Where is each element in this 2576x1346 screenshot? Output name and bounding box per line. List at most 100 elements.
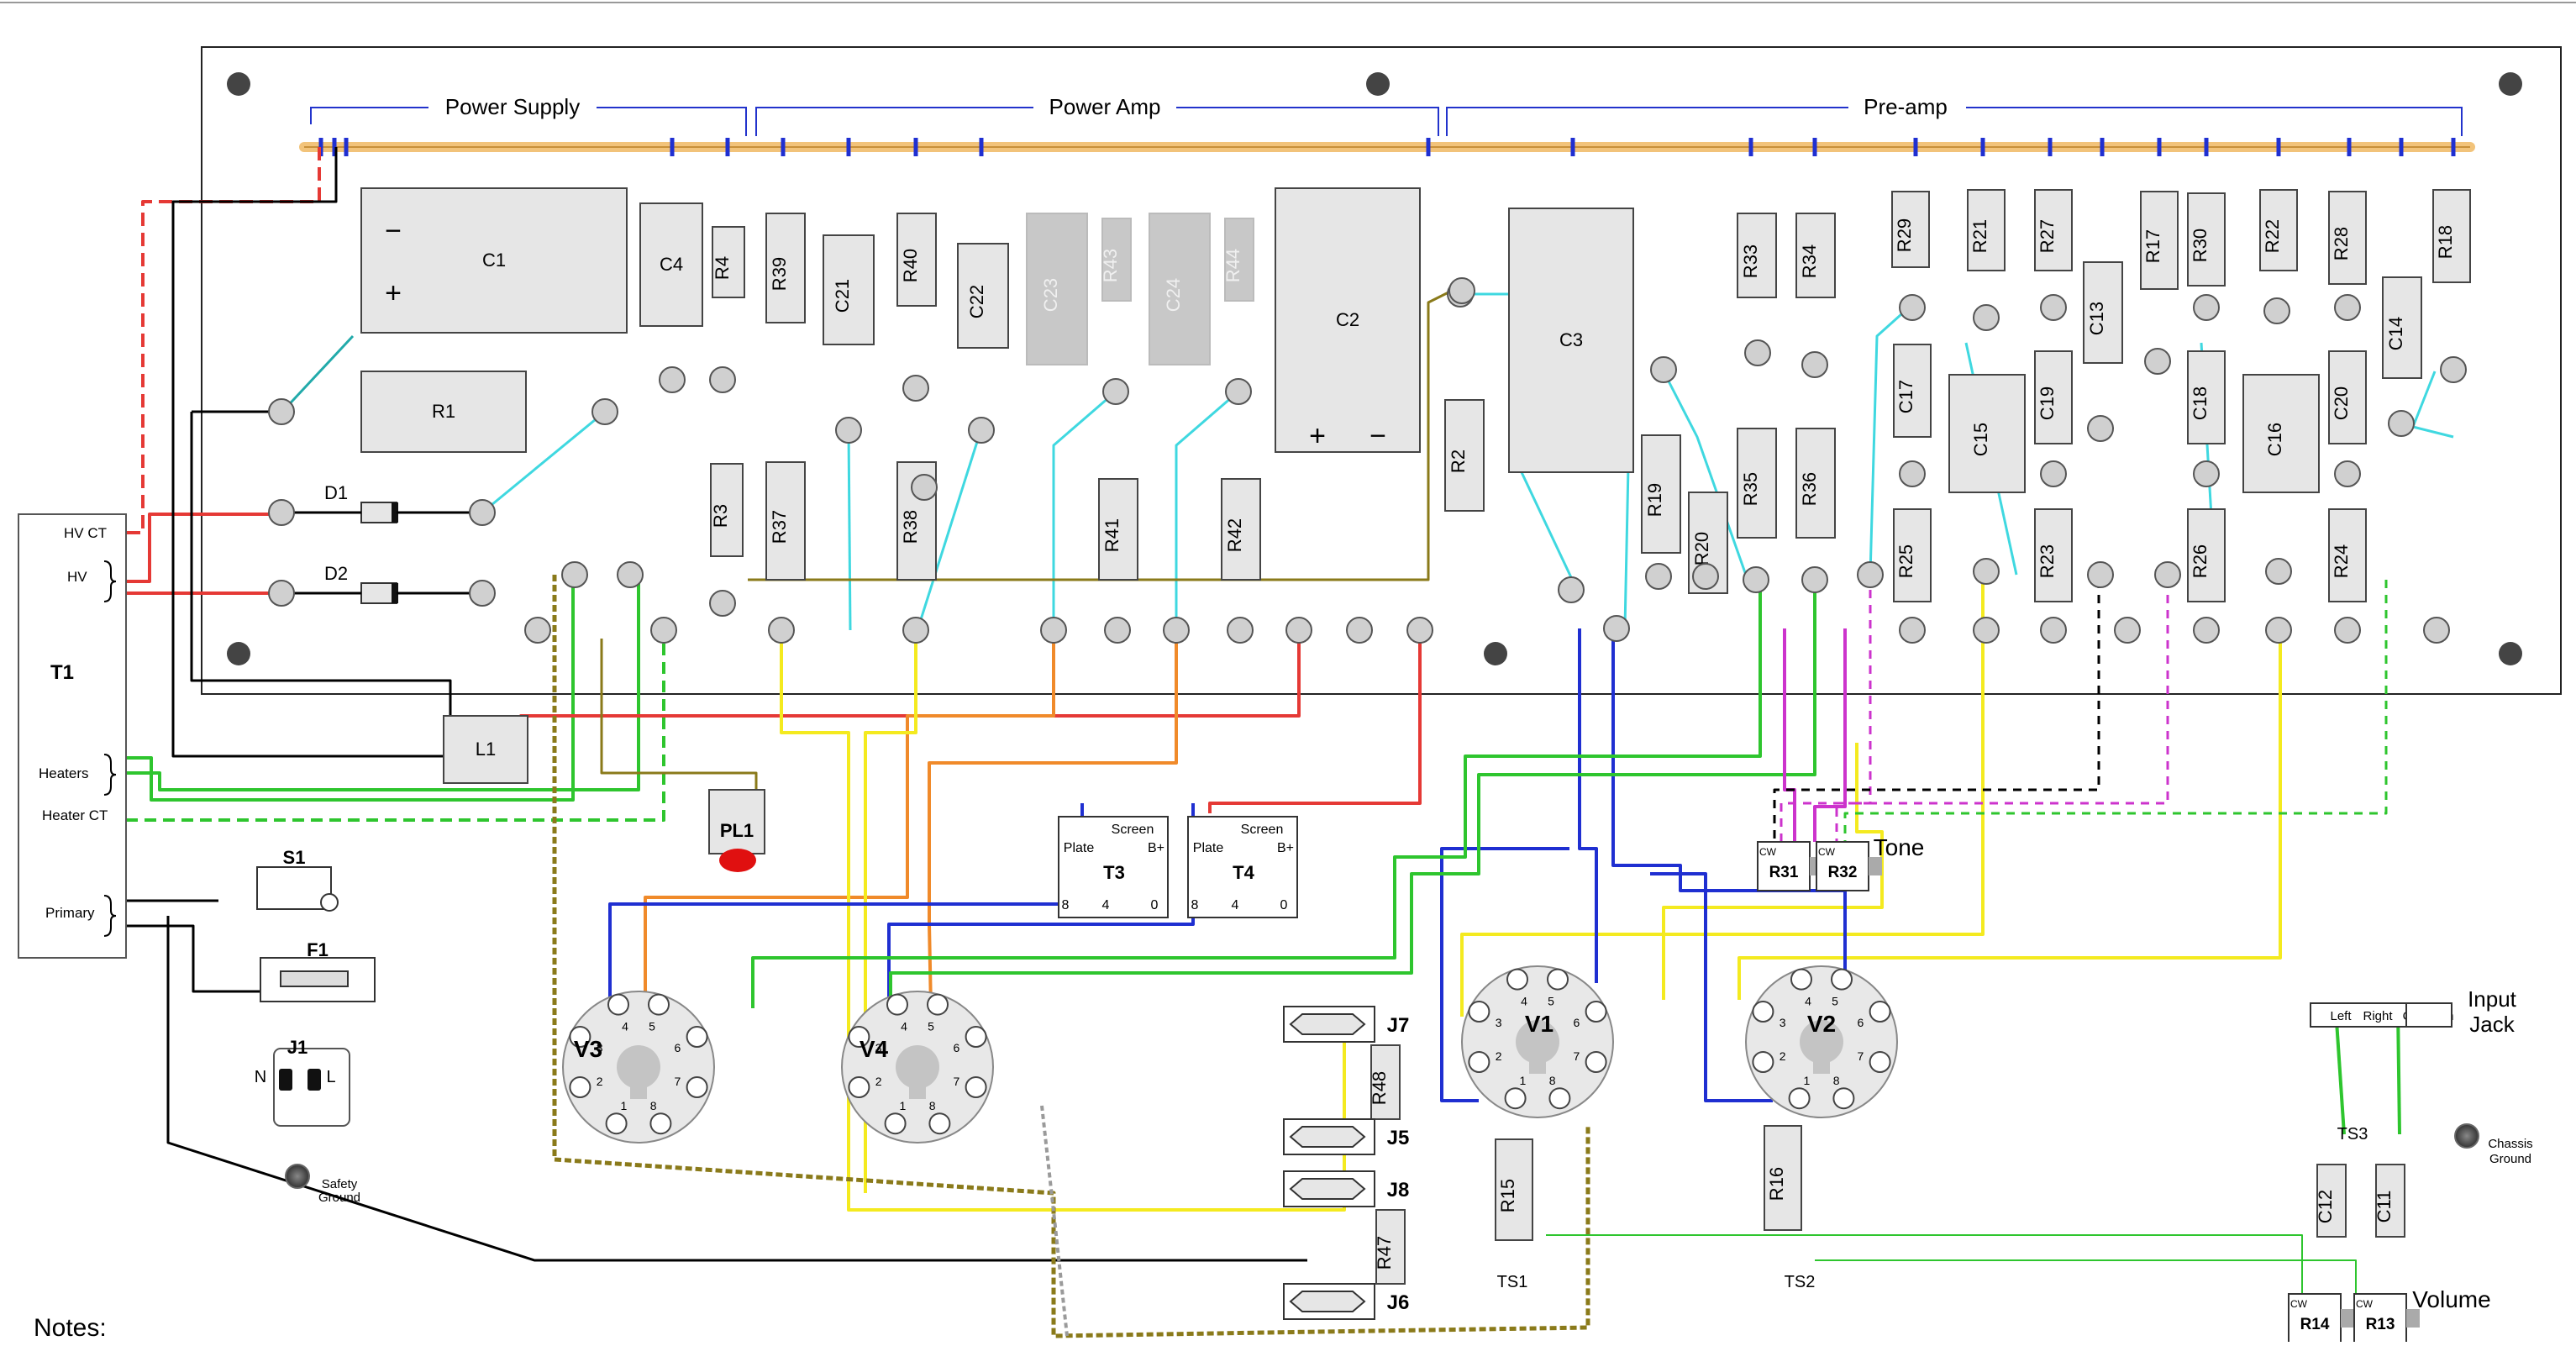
tube-v2-pin-num: 2 [1780,1049,1786,1063]
resistor-r30-label: R30 [2190,229,2211,262]
tube-v2-pin [1752,1051,1774,1073]
switch-s1-label: S1 [283,847,306,868]
speaker-jack-j8-label: J8 [1387,1179,1410,1201]
resistor-r25-label: R25 [1895,544,1916,578]
turret-pad [591,398,618,425]
turret-pad [2334,460,2361,487]
resistor-r39 [765,213,806,323]
t4-plate-label: Plate [1193,841,1224,855]
capacitor-c13 [2083,261,2123,364]
turret-pad [561,561,588,588]
capacitor-c18-label: C18 [2190,386,2211,420]
turret-pad [2114,617,2141,644]
turret-pad [1744,339,1771,366]
capacitor-c14 [2382,276,2422,379]
turret-pad [2265,617,2292,644]
pot-r13-shaft [2406,1309,2420,1328]
shielded-input-1 [2334,1007,2346,1135]
resistor-r44 [1224,218,1254,302]
capacitor-c21-label: C21 [832,279,853,313]
tube-v2-pin [1869,1051,1891,1073]
capacitor-c12 [2316,1164,2347,1238]
pot-r32 [1816,841,1869,891]
resistor-r29 [1891,191,1930,268]
tube-v3-pin-num: 5 [649,1019,655,1033]
turret-pad [1899,294,1926,321]
tube-v2-pin [1752,1001,1774,1023]
resistor-r1-label: R1 [432,401,455,422]
turret-pad [2193,617,2220,644]
turret-pad [1973,304,2000,331]
tube-v1-pin-num: 3 [1496,1016,1502,1029]
blue-wire-6 [608,803,1084,1038]
blue-wire-3 [1440,847,1569,1102]
t1-primary-label: Primary [45,905,95,921]
resistor-r27-label: R27 [2037,219,2058,253]
capacitor-c23-label: C23 [1040,278,1061,312]
resistor-r42-label: R42 [1224,518,1245,552]
resistor-r16 [1764,1125,1802,1231]
turret-pad [968,417,995,444]
resistor-r26 [2187,508,2226,602]
resistor-r34 [1795,213,1836,298]
t3-pin8: 8 [1062,898,1070,912]
black-ground-wire [190,412,452,723]
turret-pad [1448,277,1475,304]
capacitor-c2 [1275,187,1421,453]
tube-v3-pin [686,1076,708,1098]
output-transformer-t4 [1187,816,1298,918]
resistor-r33-label: R33 [1740,244,1761,278]
resistor-r35 [1737,428,1777,539]
pilot-lamp-bulb [719,849,756,872]
capacitor-c16-label: C16 [2264,423,2285,456]
resistor-r30 [2187,192,2226,287]
t3-plate-label: Plate [1064,841,1095,855]
turret-board-outline [201,46,2562,695]
turret-pad [2144,348,2171,375]
tube-v2-pin-num: 8 [1833,1074,1840,1087]
turret-pad [2423,617,2450,644]
section-label-power-amp: Power Amp [1049,94,1161,119]
tube-v4-pin [928,1112,951,1135]
tube-v3-pin [569,1076,591,1098]
yellow-wire-4 [1737,628,2282,1000]
turret-pad [268,499,295,526]
tube-v3-pin-num: 2 [597,1075,603,1088]
turret-pad [2040,294,2067,321]
resistor-r4 [712,226,745,298]
plate-wire-v4 [928,628,1178,1009]
resistor-r19-label: R19 [1644,483,1665,517]
turret-pad [1899,617,1926,644]
tube-v4-pin-num: 8 [929,1099,936,1112]
resistor-r3 [710,463,744,557]
resistor-r40 [896,213,937,307]
tube-v1-pin-num: 7 [1574,1049,1580,1063]
section-label-power-supply: Power Supply [445,94,580,119]
turret-pad [1163,617,1190,644]
magenta-wire-1 [1783,628,1796,842]
turret-pad [1104,617,1131,644]
tube-v1-pin-num: 5 [1548,994,1554,1007]
turret-pad [1692,563,1719,590]
resistor-r25 [1893,508,1932,602]
resistor-r2-label: R2 [1448,450,1469,473]
tube-v2-pin-num: 6 [1858,1016,1864,1029]
tube-socket-v4-key [896,1045,939,1089]
resistor-r41 [1098,478,1138,581]
tube-v4-pin [884,1112,907,1135]
resistor-r21-label: R21 [1969,219,1990,253]
resistor-r34-label: R34 [1799,244,1820,278]
capacitor-c17 [1893,344,1932,438]
tube-v2-pin-num: 7 [1858,1049,1864,1063]
turret-pad [650,617,677,644]
tube-v3-pin-num: 7 [675,1075,681,1088]
resistor-r17 [2140,191,2179,290]
pot-r32-cw: CW [1818,846,1836,858]
olive-wire-1 [748,284,1463,581]
tube-v4-pin-num: 6 [954,1041,960,1054]
input-left-label: Left [2330,1009,2352,1023]
resistor-r28 [2328,191,2367,285]
turret-pad [1645,563,1672,590]
turret-pad [524,617,551,644]
